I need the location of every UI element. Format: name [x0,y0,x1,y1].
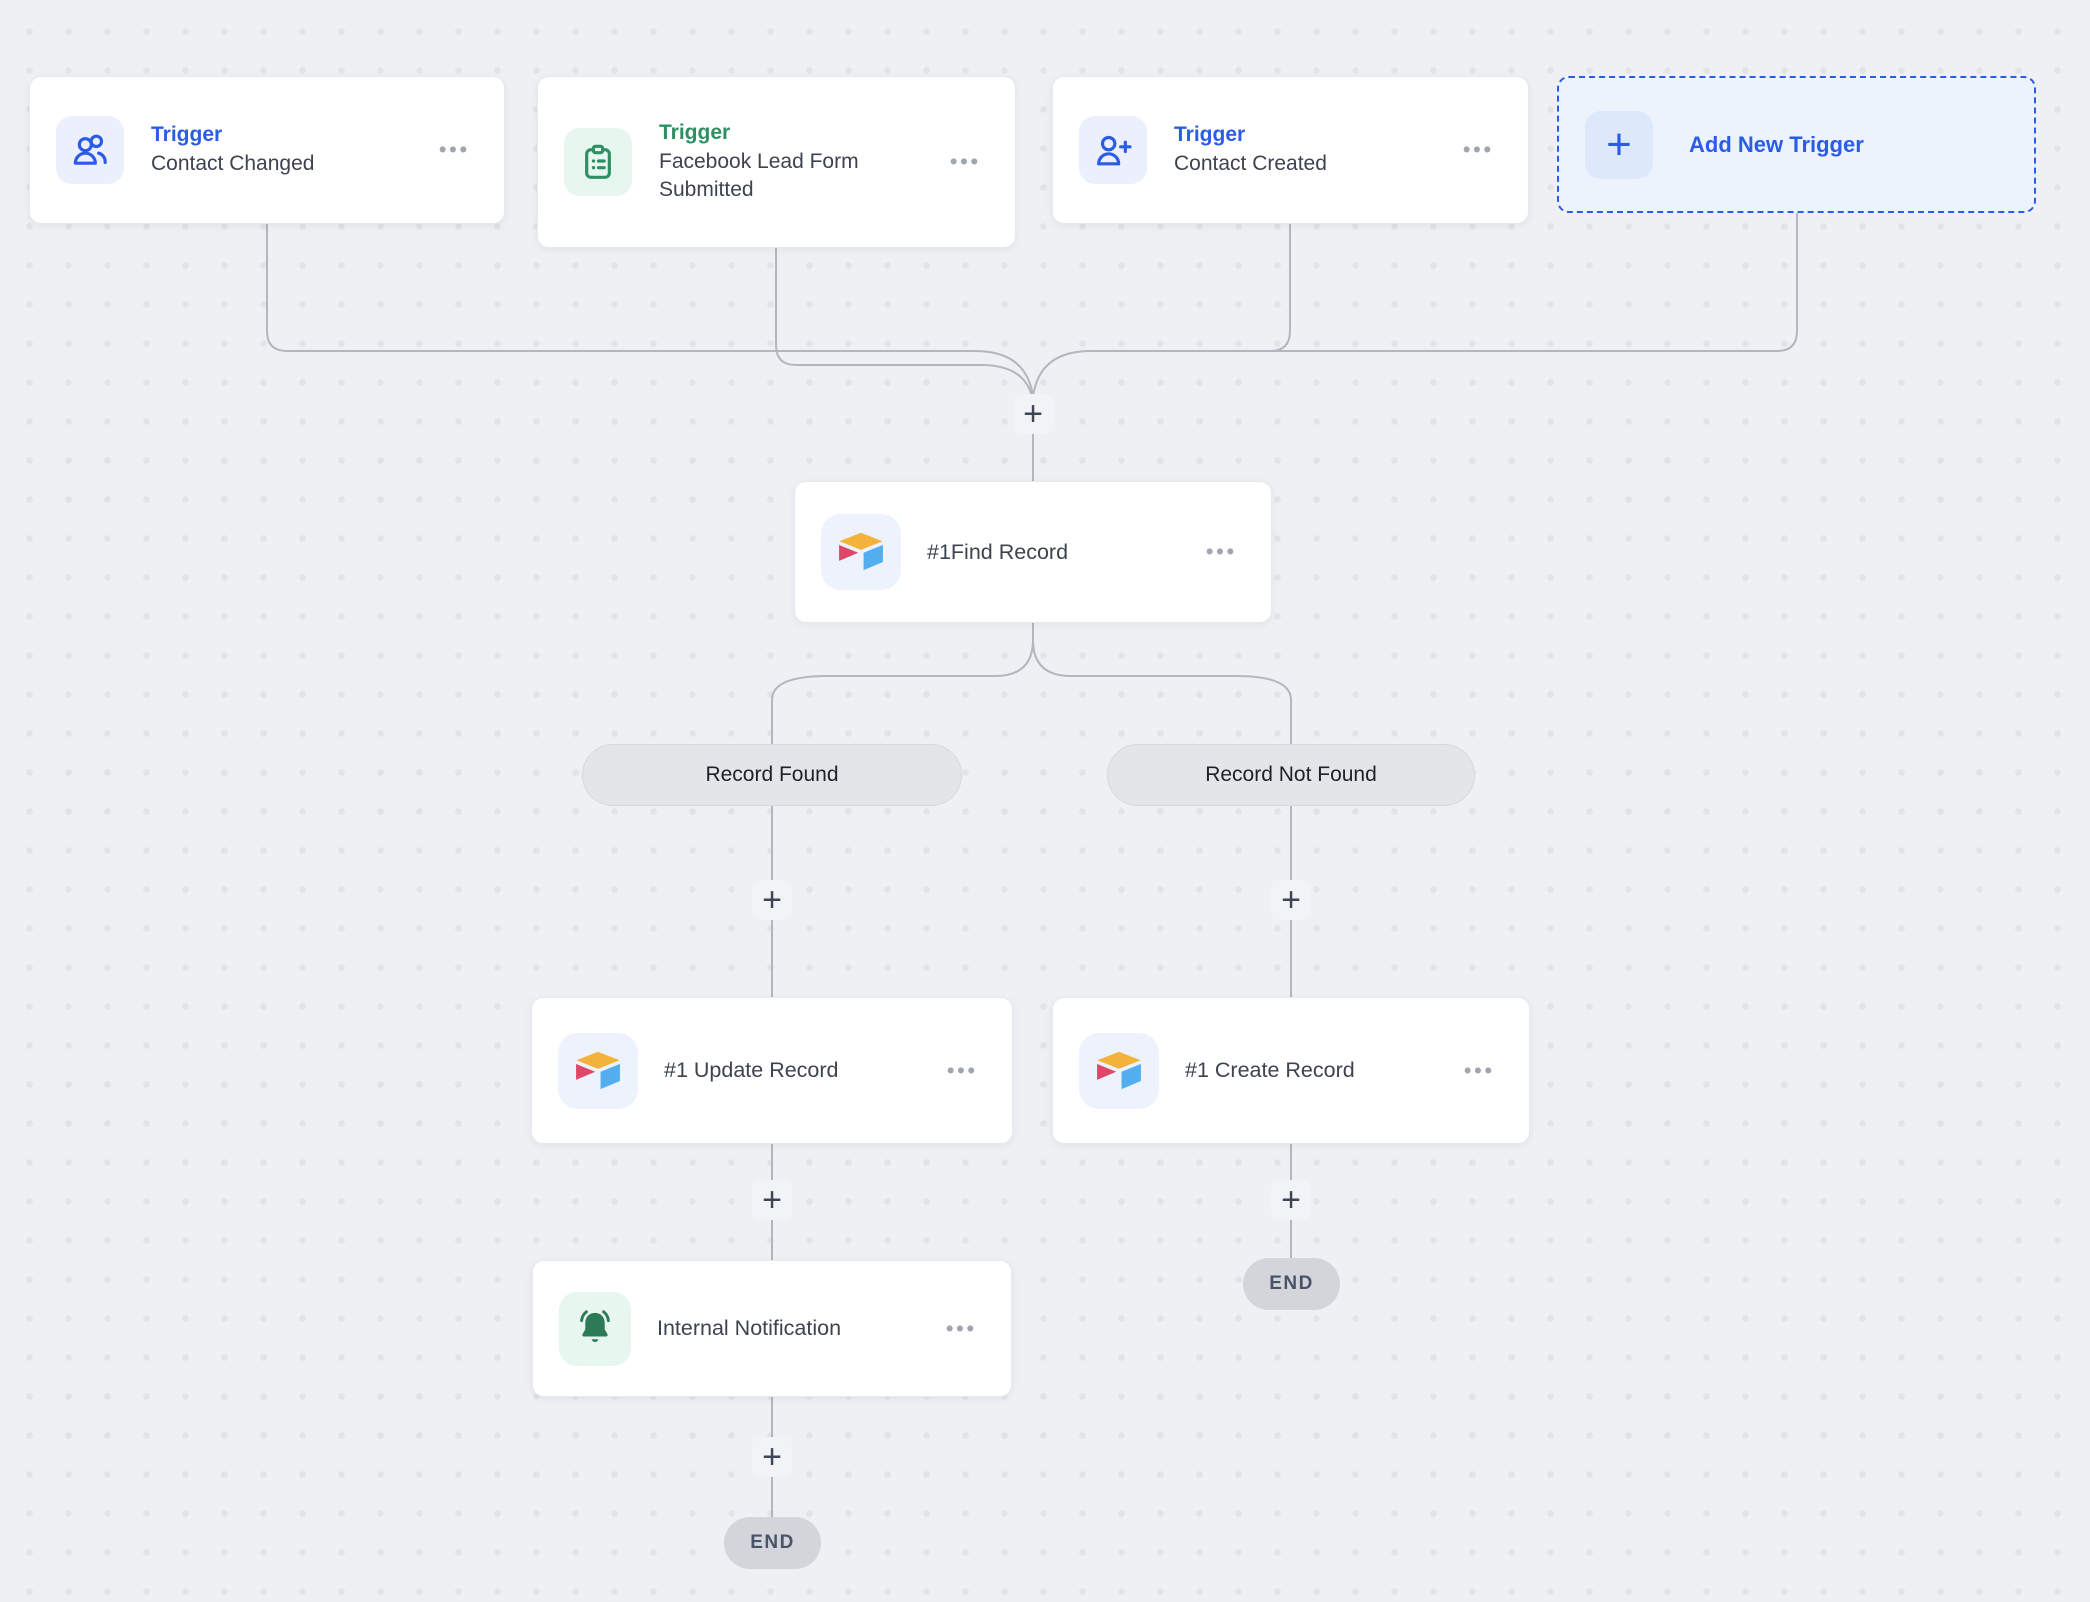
add-new-trigger-label: Add New Trigger [1689,131,1864,157]
trigger-label: Trigger [659,120,731,144]
more-options-icon[interactable]: ••• [1462,138,1494,162]
clipboard-icon [564,128,632,196]
trigger-card-contact-created[interactable]: Trigger Contact Created ••• [1052,76,1529,224]
action-title: #1 Update Record [664,1058,839,1082]
action-title: #1Find Record [927,539,1069,564]
end-badge: END [1243,1258,1340,1310]
airtable-icon [558,1032,638,1109]
action-card-update-record[interactable]: #1 Update Record ••• [531,997,1013,1144]
more-options-icon[interactable]: ••• [946,1059,978,1082]
airtable-icon [821,514,901,590]
add-step-button[interactable]: + [1271,1180,1311,1220]
action-title: Internal Notification [657,1316,842,1340]
trigger-title: Contact Created [1174,152,1327,175]
action-card-find-record[interactable]: #1Find Record ••• [794,481,1272,623]
bell-icon [559,1291,631,1366]
add-step-button[interactable]: + [1271,880,1311,920]
action-title: #1 Create Record [1185,1058,1355,1082]
more-options-icon[interactable]: ••• [945,1317,977,1340]
plus-icon: + [1585,110,1653,179]
add-step-button[interactable]: + [752,880,792,920]
branch-label-record-not-found: Record Not Found [1107,744,1475,806]
branch-label-record-found: Record Found [582,744,962,806]
contacts-icon [56,116,124,184]
trigger-card-facebook-lead-form[interactable]: Trigger Facebook Lead Form Submitted ••• [537,76,1016,248]
more-options-icon[interactable]: ••• [1205,540,1237,564]
trigger-title: Contact Changed [151,152,315,175]
add-step-button[interactable]: + [752,1180,792,1220]
action-card-internal-notification[interactable]: Internal Notification ••• [532,1260,1012,1397]
more-options-icon[interactable]: ••• [438,138,470,162]
more-options-icon[interactable]: ••• [1463,1059,1495,1082]
action-card-create-record[interactable]: #1 Create Record ••• [1052,997,1530,1144]
more-options-icon[interactable]: ••• [949,150,981,174]
end-badge: END [724,1517,821,1569]
add-step-button[interactable]: + [752,1437,792,1477]
airtable-icon [1079,1032,1159,1109]
trigger-card-contact-changed[interactable]: Trigger Contact Changed ••• [29,76,505,224]
trigger-label: Trigger [1174,123,1246,147]
add-new-trigger-button[interactable]: + Add New Trigger [1557,76,2036,213]
trigger-label: Trigger [151,123,223,147]
person-add-icon [1079,116,1147,184]
add-step-button[interactable]: + [1013,394,1053,434]
trigger-title: Facebook Lead Form Submitted [659,149,859,202]
